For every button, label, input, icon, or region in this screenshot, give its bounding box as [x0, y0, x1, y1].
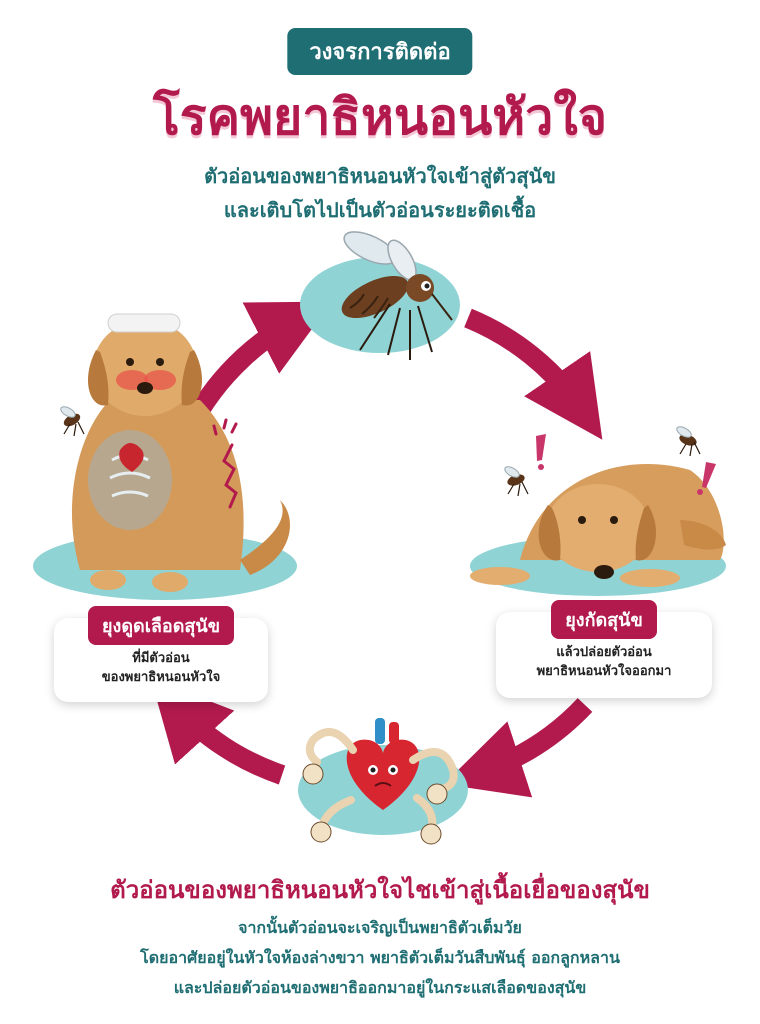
mosquito-icon	[341, 231, 453, 360]
mosquito-small-right-1-icon	[504, 466, 529, 497]
dog-sick-icon	[71, 313, 290, 592]
right-step-line-1: แล้วปล่อยตัวอ่อน	[556, 645, 652, 660]
right-step-card: ยุงกัดสุนัข แล้วปล่อยตัวอ่อน พยาธิหนอนหั…	[496, 600, 712, 698]
cycle-ring	[150, 301, 603, 798]
arrow-top-left	[191, 301, 333, 416]
bottom-line-2: โดยอาศัยอยู่ในหัวใจห้องล่างขวา พยาธิตัวเ…	[140, 948, 620, 967]
alert-icon	[536, 434, 716, 495]
bottom-title: ตัวอ่อนของพยาธิหนอนหัวใจไชเข้าสู่เนื้อเย…	[110, 876, 650, 904]
heart-worm-icon	[302, 718, 458, 845]
left-step-line-1: ที่มีตัวอ่อน	[132, 651, 190, 666]
arrow-bottom-right	[443, 698, 593, 798]
page-title: โรคพยาธิหนอนหัวใจ	[152, 88, 608, 146]
arrow-top-right	[464, 308, 603, 440]
right-step-line-2: พยาธิหนอนหัวใจออกมา	[536, 664, 672, 679]
arrow-bottom-left	[150, 678, 286, 785]
stress-marks-icon	[212, 418, 238, 509]
subtitle-line-2: และเติบโตไปเป็นตัวอ่อนระยะติดเชื้อ	[223, 198, 537, 222]
left-step-heading: ยุงดูดเลือดสุนัข	[88, 606, 234, 645]
mosquito-small-left-icon	[60, 406, 85, 437]
bottom-line-1: จากนั้นตัวอ่อนจะเจริญเป็นพยาธิตัวเต็มวัย	[238, 918, 522, 937]
bottom-line-3: และปล่อยตัวอ่อนของพยาธิออกมาอยู่ในกระแสเ…	[173, 978, 587, 997]
left-step-line-2: ของพยาธิหนอนหัวใจ	[101, 670, 221, 685]
right-step-heading: ยุงกัดสุนัข	[551, 600, 657, 639]
dog-lying-icon	[470, 464, 726, 587]
top-badge: วงจรการติดต่อ	[287, 28, 473, 75]
subtitle-line-1: ตัวอ่อนของพยาธิหนอนหัวใจเข้าสู่ตัวสุนัข	[204, 164, 556, 188]
mosquito-small-right-2-icon	[676, 426, 701, 457]
left-step-card: ยุงดูดเลือดสุนัข ที่มีตัวอ่อน ของพยาธิหน…	[54, 606, 268, 702]
